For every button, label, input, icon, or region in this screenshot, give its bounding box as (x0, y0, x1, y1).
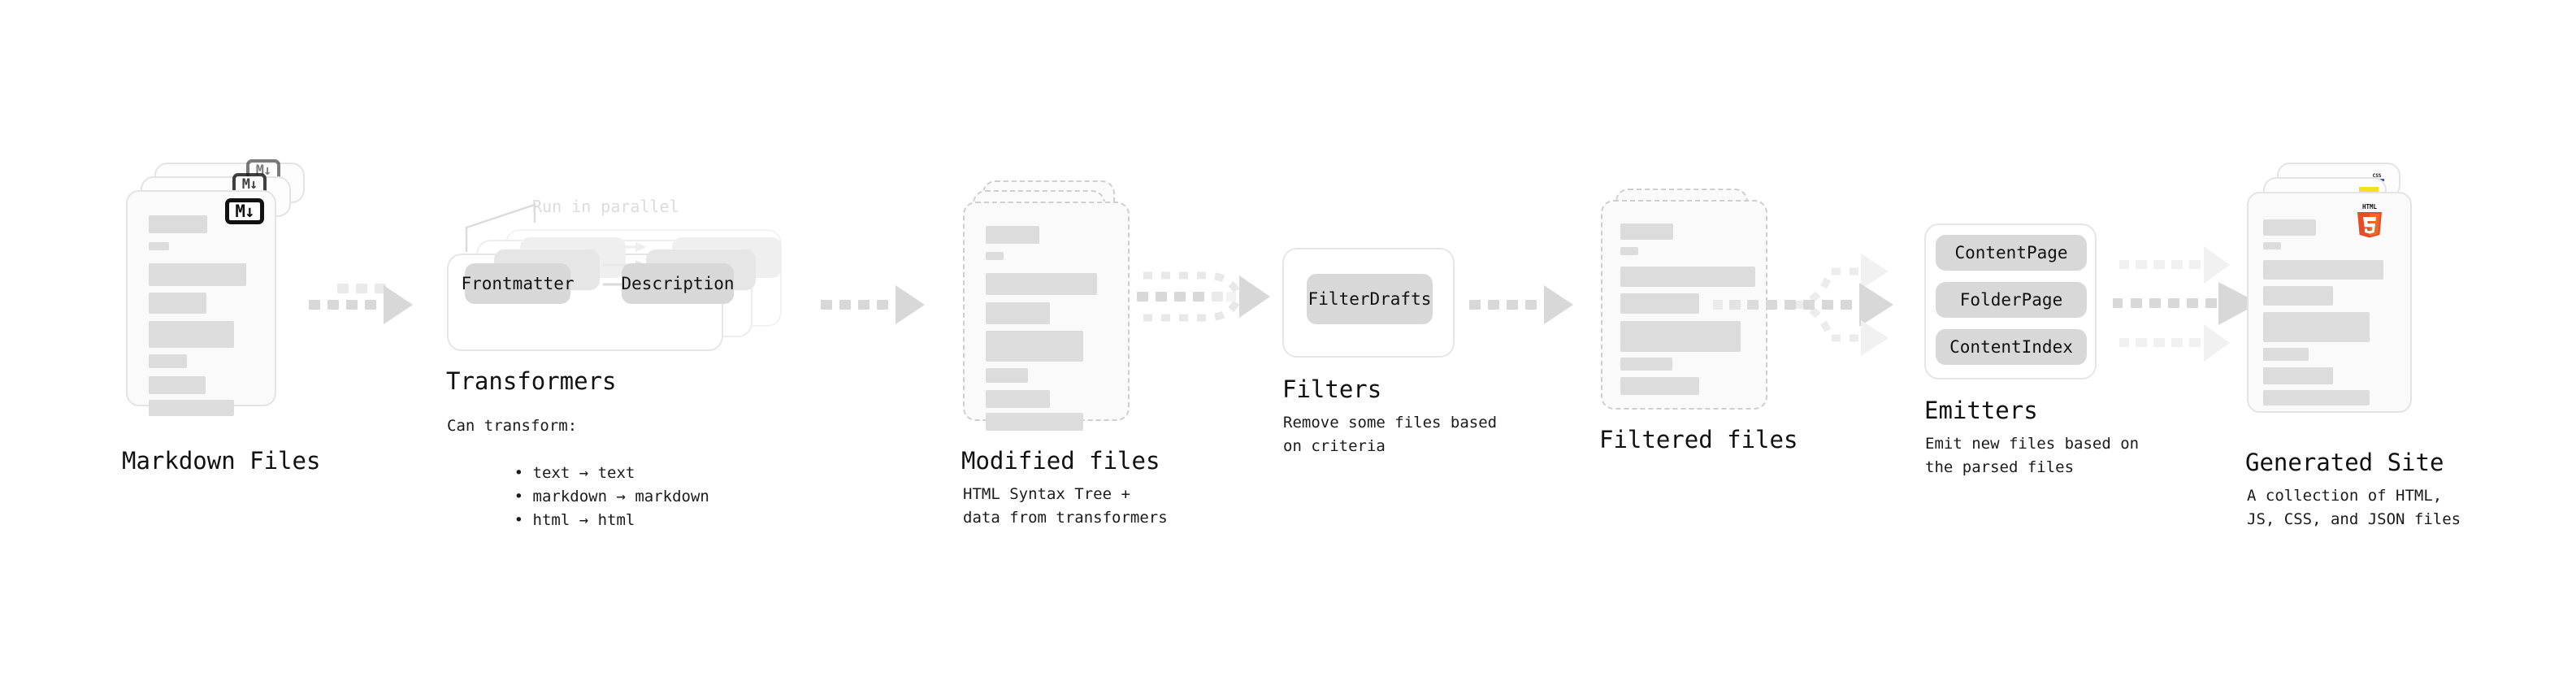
arrow-md-to-transformers (309, 284, 413, 324)
transformers-bullet-0: • text → text (458, 438, 635, 510)
stage-title-modified-files: Modified files (961, 447, 1160, 475)
modified-card-front (963, 202, 1130, 431)
emitter-pill-contentpage[interactable]: ContentPage (1936, 235, 2087, 271)
skeleton-line (986, 390, 1050, 408)
transformer-pill-label: Frontmatter (461, 274, 575, 293)
generated-card-front (2247, 192, 2412, 413)
skeleton-line (149, 354, 187, 368)
modified-file-stack (963, 180, 1142, 440)
skeleton-line (1620, 267, 1755, 287)
skeleton-line (1620, 293, 1699, 314)
generated-site-file-stack: CSS HTML (2247, 163, 2442, 439)
arrow-transformers-to-modified (821, 285, 925, 324)
stage-title-filtered-files: Filtered files (1599, 426, 1798, 453)
transformer-pill-label: Description (621, 274, 735, 293)
bullet-label: markdown → markdown (532, 488, 709, 506)
skeleton-line (1620, 321, 1741, 352)
skeleton-line (149, 215, 207, 233)
svg-text:HTML: HTML (2362, 203, 2378, 210)
stage-title-filters: Filters (1282, 375, 1382, 403)
transformers-caption-intro: Can transform: (447, 417, 578, 435)
run-in-parallel-bracket (465, 203, 536, 252)
bullet-marker: • (514, 488, 533, 506)
stage-generated-site: CSS HTML (2245, 163, 2461, 528)
skeleton-line (2263, 312, 2370, 342)
skeleton-line (986, 226, 1039, 244)
markdown-icon: M↓ (225, 198, 264, 224)
bullet-marker: • (514, 464, 533, 483)
skeleton-line (2263, 367, 2333, 384)
stage-title-transformers: Transformers (446, 367, 617, 395)
stage-modified-files: Modified files HTML Syntax Tree + data f… (961, 180, 1168, 527)
skeleton-line (149, 376, 206, 394)
filter-pill-label: FilterDrafts (1308, 289, 1432, 309)
arrow-modified-to-filters (1137, 271, 1270, 322)
bullet-label: text → text (532, 464, 635, 483)
arrow-filtered-to-emitters (1713, 254, 1893, 356)
arrow-emitters-to-site (2113, 246, 2259, 362)
transformer-pill-frontmatter[interactable]: Frontmatter (461, 263, 575, 304)
arrow-filters-to-filtered (1469, 285, 1573, 324)
transformers-bullet-1: • markdown → markdown (458, 462, 709, 533)
skeleton-line (2263, 390, 2370, 406)
skeleton-line (2263, 219, 2316, 236)
skeleton-line (149, 263, 246, 286)
skeleton-line (1620, 223, 1673, 240)
emitter-pill-label: ContentPage (1954, 243, 2068, 262)
bullet-label: html → html (532, 511, 635, 530)
skeleton-line (2263, 260, 2383, 280)
generated-site-caption: A collection of HTML, JS, CSS, and JSON … (2247, 487, 2461, 529)
run-in-parallel-label: Run in parallel (532, 197, 679, 216)
skeleton-line (149, 400, 234, 416)
skeleton-line (1620, 247, 1638, 255)
modified-files-caption: HTML Syntax Tree + data from transformer… (963, 485, 1168, 527)
skeleton-line (149, 321, 234, 348)
svg-text:CSS: CSS (2373, 173, 2382, 179)
stage-markdown-files: M↓ M↓ M↓ Markdown Files (122, 159, 320, 475)
skeleton-line (986, 331, 1083, 362)
emitter-pill-contentindex[interactable]: ContentIndex (1936, 329, 2087, 365)
skeleton-line (149, 293, 206, 314)
skeleton-line (986, 413, 1083, 431)
stage-title-emitters: Emitters (1924, 397, 2038, 424)
bullet-marker: • (514, 511, 533, 530)
skeleton-line (1620, 377, 1699, 395)
stage-title-generated-site: Generated Site (2245, 449, 2444, 476)
emitter-pill-label: FolderPage (1959, 290, 2063, 310)
skeleton-line (149, 242, 169, 250)
skeleton-line (2263, 242, 2281, 249)
emitters-caption: Emit new files based on the parsed files (1925, 435, 2140, 477)
skeleton-line (986, 273, 1097, 295)
filter-pill-filterdrafts[interactable]: FilterDrafts (1307, 274, 1433, 324)
skeleton-line (1620, 358, 1672, 371)
filters-caption: Remove some files based on criteria (1283, 414, 1498, 456)
skeleton-line (986, 302, 1050, 324)
markdown-file-stack: M↓ M↓ M↓ (126, 159, 313, 439)
emitter-pill-folderpage[interactable]: FolderPage (1936, 282, 2087, 318)
skeleton-line (986, 368, 1028, 383)
skeleton-line (2263, 286, 2333, 306)
stage-title-markdown-files: Markdown Files (122, 447, 321, 475)
markdown-card-front (126, 190, 276, 416)
emitter-pill-label: ContentIndex (1949, 337, 2073, 357)
skeleton-line (986, 252, 1004, 260)
skeleton-line (2263, 348, 2309, 361)
transformer-pill-description[interactable]: Description (621, 263, 735, 304)
html5-icon: HTML (2354, 202, 2385, 238)
transformers-bullet-2: • html → html (458, 485, 635, 557)
